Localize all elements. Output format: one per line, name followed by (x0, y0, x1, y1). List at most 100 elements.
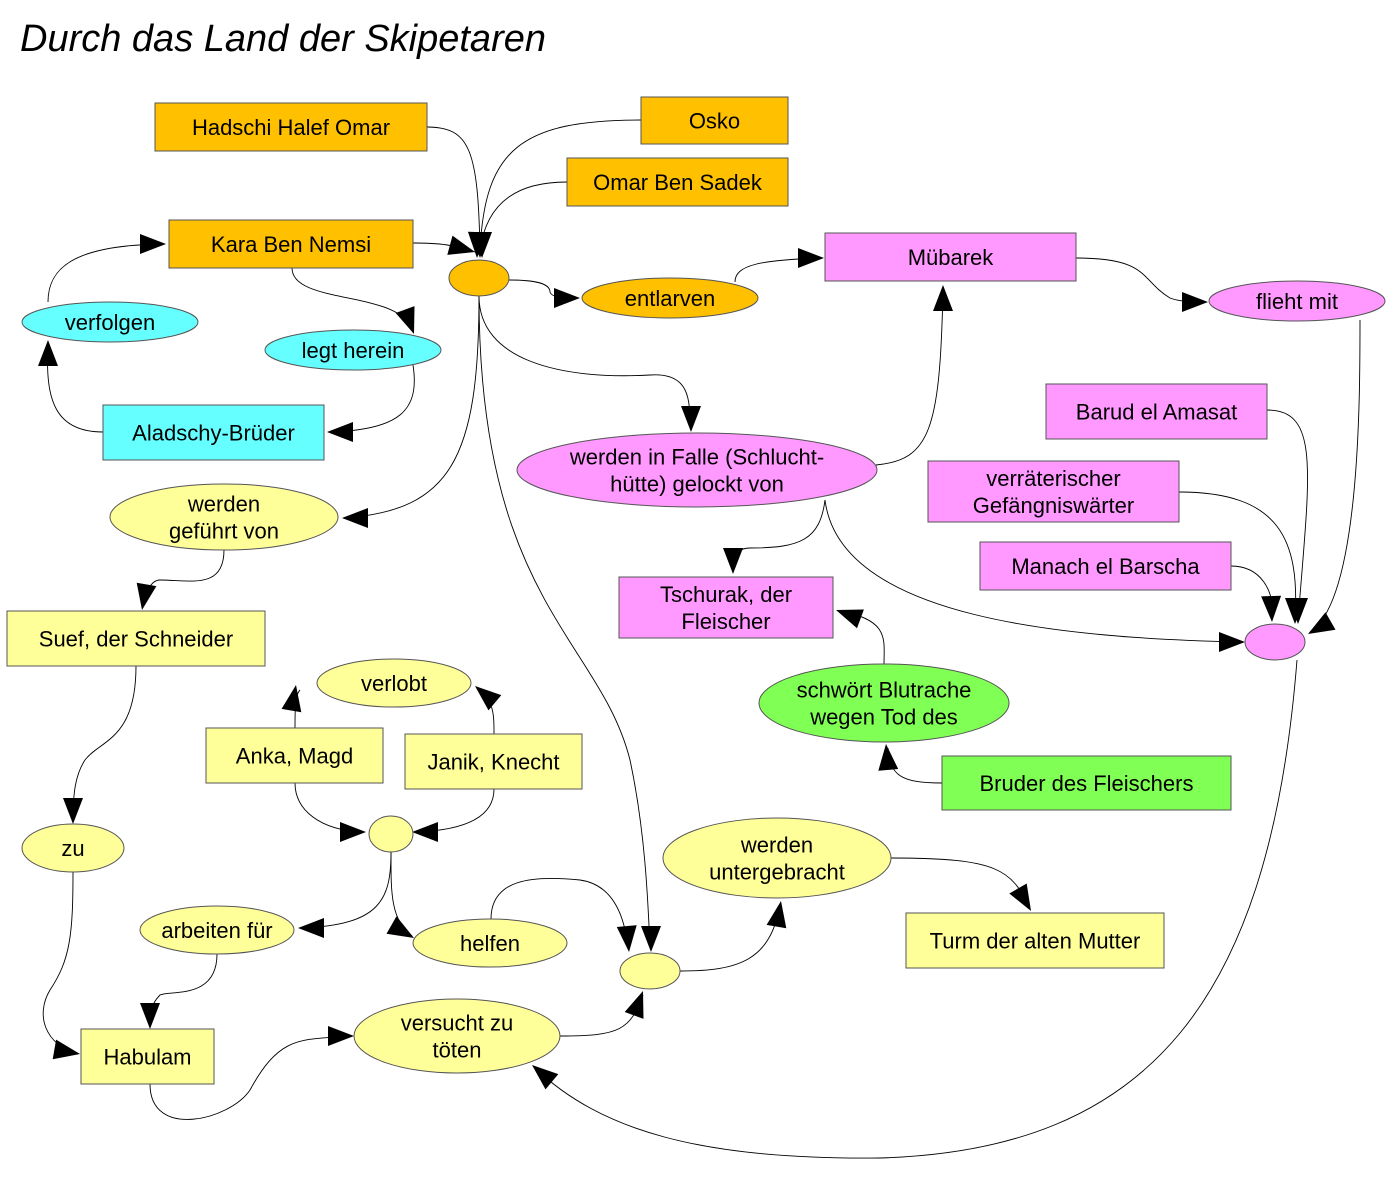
manach-box (979, 541, 1232, 591)
mubarek-box (824, 232, 1077, 282)
untergebracht-ellipse-label-line-1: werden (740, 833, 813, 858)
arrowhead-29 (412, 822, 438, 842)
kara-box-node: Kara Ben Nemsi (168, 219, 414, 269)
entlarven-ellipse (581, 277, 759, 319)
mubarek-box-label: Mübarek (908, 245, 995, 270)
arrowhead-38 (1009, 883, 1031, 911)
connector-line-8 (291, 267, 413, 331)
connector-line-25 (42, 871, 79, 1055)
connector-line-9 (329, 364, 415, 433)
arrowheads (38, 231, 1336, 1090)
barud-box-label: Barud el Amasat (1076, 400, 1237, 425)
helfen-ellipse (412, 918, 568, 968)
zu-ellipse-node: zu (21, 823, 125, 873)
arrowhead-22 (878, 744, 899, 771)
connector-line-3 (479, 181, 568, 251)
arrowhead-39 (532, 1065, 559, 1090)
tschurak-box-label-line-2: Fleischer (681, 609, 770, 634)
arrowhead-11 (140, 234, 166, 254)
blutrache-ellipse (758, 663, 1010, 743)
falle-ellipse-label-line-1: werden in Falle (Schlucht- (569, 445, 824, 470)
arrowhead-14 (342, 508, 368, 528)
verfolgen-ellipse (21, 301, 199, 343)
toeten-ellipse-label-line-2: töten (433, 1038, 482, 1063)
arrowhead-25 (52, 1039, 80, 1060)
connector-line-15 (732, 499, 826, 571)
arrowhead-4 (447, 235, 475, 255)
hadschi-box-node: Hadschi Halef Omar (154, 102, 428, 152)
connector-line-20 (1309, 319, 1361, 633)
turm-box (905, 912, 1165, 969)
untergebracht-ellipse-label-line-2: untergebracht (709, 860, 845, 885)
gefaengnis-box (927, 460, 1180, 523)
arrowhead-19 (1261, 595, 1282, 622)
toeten-ellipse (353, 998, 561, 1074)
omar-box (566, 157, 789, 207)
zu-ellipse-label: zu (61, 836, 84, 861)
entlarven-ellipse-node: entlarven (581, 277, 759, 319)
blutrache-ellipse-label-line-1: schwört Blutrache (797, 678, 972, 703)
osko-box-label: Osko (689, 109, 740, 134)
suef-box-label: Suef, der Schneider (39, 627, 233, 652)
omar-box-label: Omar Ben Sadek (593, 170, 763, 195)
turm-box-label: Turm der alten Mutter (930, 929, 1141, 954)
janik-box (404, 733, 583, 790)
hub-main-ellipse (448, 259, 510, 297)
connector-line-17 (1266, 409, 1308, 621)
arrowhead-28 (340, 822, 366, 842)
hub-tower-ellipse (619, 952, 681, 990)
connector-line-23 (142, 549, 225, 607)
connector-line-39 (534, 659, 1298, 1159)
arrowhead-6 (798, 248, 824, 268)
arrowhead-9 (327, 422, 353, 442)
connector-line-13 (875, 289, 944, 466)
falle-ellipse-node: werden in Falle (Schlucht-hütte) gelockt… (516, 432, 878, 508)
verfolgen-ellipse-label: verfolgen (65, 310, 156, 335)
omar-box-node: Omar Ben Sadek (566, 157, 789, 207)
gefuehrt-ellipse-label-line-2: geführt von (169, 519, 279, 544)
legtherein-ellipse (264, 329, 442, 371)
arrowhead-36 (624, 991, 644, 1019)
kara-box (168, 219, 414, 269)
diagram-title: Durch das Land der Skipetaren (20, 18, 546, 60)
connector-line-24 (72, 665, 137, 821)
arrowhead-15 (723, 548, 743, 574)
arrowhead-34 (616, 925, 637, 952)
helfen-ellipse-node: helfen (412, 918, 568, 968)
helfen-ellipse-label: helfen (460, 931, 520, 956)
suef-box (6, 610, 266, 667)
verlobt-ellipse (316, 658, 472, 708)
arbeiten-ellipse-label: arbeiten für (161, 918, 272, 943)
arrowhead-16 (1219, 632, 1245, 652)
hub-guards-ellipse (1244, 623, 1306, 661)
arrowhead-33 (328, 1026, 354, 1046)
zu-ellipse (21, 823, 125, 873)
connector-line-38 (890, 857, 1031, 908)
connector-line-19 (1230, 565, 1273, 619)
mubarek-box-node: Mübarek (824, 232, 1077, 282)
arrowhead-31 (386, 916, 414, 938)
arrowhead-18 (1285, 598, 1305, 624)
aladschy-box-label: Aladschy-Brüder (132, 421, 295, 446)
habulam-box-node: Habulam (80, 1028, 215, 1085)
arrowhead-24 (63, 798, 83, 824)
arrowhead-23 (136, 582, 157, 610)
aladschy-box (102, 404, 325, 461)
connector-line-32 (149, 953, 218, 1026)
turm-box-node: Turm der alten Mutter (905, 912, 1165, 969)
hadschi-box-label: Hadschi Halef Omar (192, 115, 390, 140)
legtherein-ellipse-label: legt herein (302, 338, 405, 363)
arrowhead-13 (933, 285, 953, 311)
hadschi-box (154, 102, 428, 152)
arbeiten-ellipse-node: arbeiten für (139, 905, 295, 955)
tschurak-box (618, 576, 834, 639)
barud-box (1045, 383, 1268, 440)
anka-box (205, 727, 384, 784)
flieht-ellipse-node: flieht mit (1208, 280, 1386, 322)
connector-line-12 (478, 295, 691, 429)
